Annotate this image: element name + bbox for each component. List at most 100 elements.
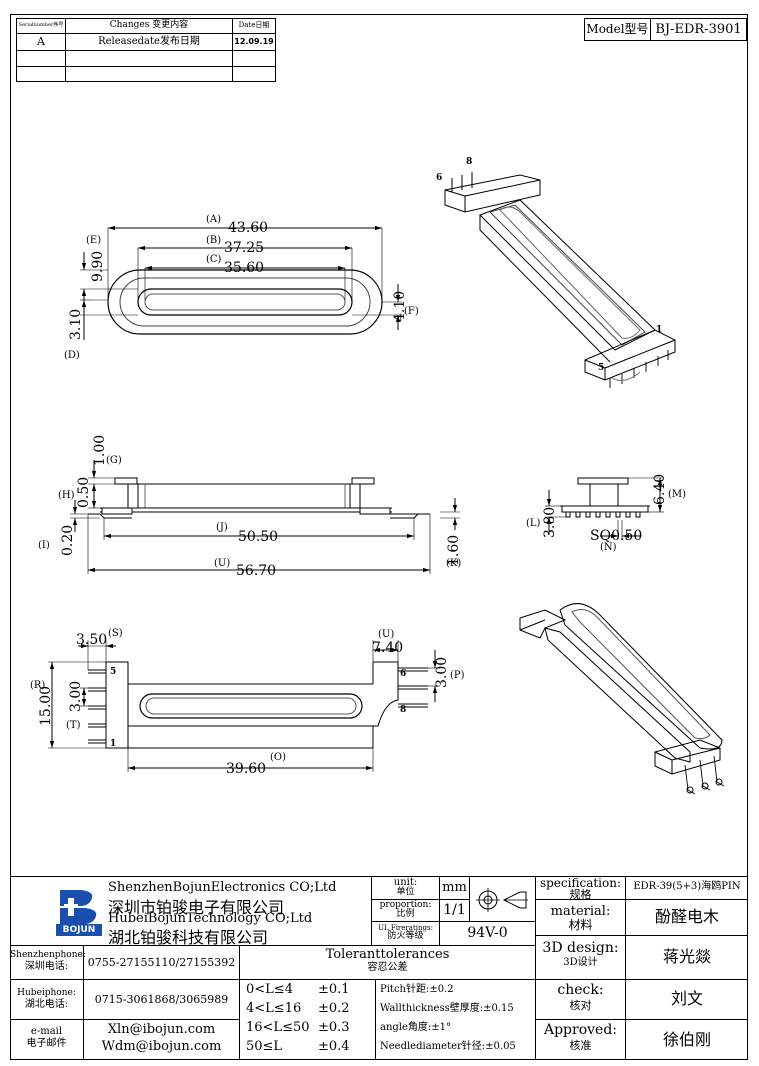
company-cn-1: 深圳市铂骏电子有限公司	[108, 898, 285, 917]
title-frame	[10, 876, 748, 1060]
dim-bu-tag: (U)	[378, 629, 394, 640]
dim-i-tag: (I)	[38, 540, 50, 551]
rev-row3-date	[232, 66, 276, 82]
iso-pin-5: 5	[598, 363, 604, 373]
dim-bu-value: 7.40	[372, 640, 403, 656]
company-cell	[10, 876, 372, 946]
tolerance-note: angle角度:±1°	[380, 1022, 452, 1033]
dim-t-tag: (T)	[66, 720, 81, 731]
proportion-label-cn: 比例	[396, 909, 415, 919]
bottom-view	[48, 640, 440, 772]
sz-phone-label: Shenzhenphone:	[10, 950, 86, 960]
email-2: Wdm@ibojun.com	[101, 1038, 222, 1054]
iso-pin-1: 1	[656, 325, 662, 335]
email-label-cn: 电子邮件	[26, 1038, 67, 1049]
material-label: material:	[550, 904, 611, 919]
logo: BOJUN	[56, 888, 102, 938]
dim-r-value: 15.00	[38, 686, 54, 726]
approved-label: Approved:	[543, 1022, 618, 1038]
dim-f-tag: (F)	[404, 306, 419, 317]
dim-d-tag: (D)	[64, 350, 80, 361]
dim-i-value: 0.20	[60, 525, 76, 556]
dim-e-tag: (E)	[86, 235, 101, 246]
pin-label-1: 1	[110, 739, 116, 749]
revision-table: Serialnumber序号 Changes 变更内容 Date日期 A Rel…	[16, 18, 276, 82]
hb-phone-label-cell: Hubeiphone: 湖北电话:	[10, 980, 84, 1020]
iso-view-upper	[444, 172, 676, 388]
design-label-cell: 3D design: 3D设计	[536, 936, 626, 980]
pin-label-5: 5	[110, 667, 116, 677]
tolerance-title-cn: 容忍公差	[367, 962, 408, 974]
logo-text: BOJUN	[56, 924, 102, 936]
top-view	[80, 225, 402, 340]
design-label-cn: 3D设计	[563, 956, 598, 968]
email-1: Xln@ibojun.com	[107, 1022, 216, 1037]
technical-drawing: (A) 43.60 (B) 37.25 (C) 35.60 (E) 9.90 3…	[30, 157, 725, 795]
sz-phone-label-cn: 深圳电话:	[24, 960, 69, 972]
tolerance-row: 50≤L±0.4	[246, 1039, 350, 1054]
dim-t-value: 3.00	[68, 681, 84, 712]
dim-p-tag: (P)	[450, 670, 465, 681]
dim-h-value: 0.50	[76, 477, 92, 508]
sz-phone-label-cell: Shenzhenphone: 深圳电话:	[10, 946, 86, 980]
dim-d-value: 3.10	[68, 309, 84, 340]
dim-b-value: 37.25	[224, 240, 264, 256]
dim-u-value: 56.70	[236, 563, 276, 579]
fire-label-cn: 防火等级	[387, 931, 424, 941]
approved-label-cell: Approved: 核准	[536, 1020, 626, 1060]
model-label: Model型号	[585, 19, 651, 40]
tolerance-header-cell: Toleranttolerances 容忍公差	[240, 946, 536, 980]
check-label-cn: 核对	[569, 998, 592, 1012]
check-value: 刘文	[626, 980, 748, 1020]
unit-label: unit:	[393, 877, 418, 888]
dim-n-tag: (N)	[600, 542, 617, 553]
dim-s-value: 3.50	[76, 632, 107, 648]
dim-k-tag: (K)	[446, 558, 461, 569]
fire-cell: UL Fireratings: 防火等级	[372, 922, 440, 946]
dim-s-tag: (S)	[108, 628, 123, 639]
dim-m-value: 6.40	[652, 474, 668, 505]
iso-view-lower	[519, 603, 725, 795]
hb-phone-label: Hubeiphone:	[17, 988, 76, 998]
dim-o-value: 39.60	[226, 761, 266, 777]
tolerance-notes: Pitch针距:±0.2 Wallthickness壁厚度:±0.15 angl…	[376, 980, 536, 1060]
dim-g-tag: (G)	[106, 455, 122, 466]
tolerance-row: 16<L≤50±0.3	[246, 1020, 350, 1035]
spec-label-cell: specification: 规格	[536, 876, 626, 900]
design-value: 蒋光燚	[626, 936, 748, 980]
company-en-2: HubeiBojunTechnology CO;Ltd	[108, 911, 313, 926]
side-view	[70, 460, 460, 574]
model-box: Model型号 BJ-EDR-3901	[584, 18, 747, 41]
pin-label-6: 6	[400, 669, 406, 679]
fire-value: 94V-0	[440, 922, 536, 946]
email-label: e-mail	[30, 1026, 63, 1037]
tolerance-ranges: 0<L≤4±0.1 4<L≤16±0.2 16<L≤50±0.3 50≤L±0.…	[240, 980, 376, 1060]
end-view	[545, 477, 664, 540]
dim-f-value: 4.10	[392, 291, 408, 322]
tolerance-note: Wallthickness壁厚度:±0.15	[380, 1003, 514, 1014]
pin-label-8: 8	[400, 705, 406, 715]
design-label: 3D design:	[542, 940, 619, 956]
unit-cell: unit: 单位	[372, 876, 440, 900]
dim-u-tag: (U)	[214, 558, 230, 569]
material-label-cell: material: 材料	[536, 900, 626, 936]
proportion-label: proportion:	[379, 900, 432, 910]
company-cn-2: 湖北铂骏科技有限公司	[108, 928, 269, 947]
iso-pin-6: 6	[436, 173, 442, 183]
dim-h-tag: (H)	[58, 490, 75, 501]
hb-phone-label-cn: 湖北电话:	[24, 998, 69, 1010]
dim-c-value: 35.60	[224, 260, 264, 276]
approved-label-cn: 核准	[569, 1038, 592, 1052]
tolerance-note: Needlediameter针径:±0.05	[380, 1041, 516, 1052]
sz-phone: 0755-27155110/27155392	[84, 946, 240, 980]
tolerance-row: 4<L≤16±0.2	[246, 1001, 350, 1016]
tolerance-title: Toleranttolerances	[325, 947, 450, 962]
spec-value: EDR-39(5+3)海鸥PIN	[626, 876, 748, 900]
third-angle-projection-icon	[476, 888, 528, 912]
dim-p-value: 3.00	[434, 657, 450, 688]
projection-symbol-cell	[470, 876, 536, 922]
dim-l-tag: (L)	[526, 518, 541, 529]
proportion-value: 1/1	[440, 900, 470, 922]
dim-r-tag: (R)	[30, 680, 45, 691]
iso-pin-8: 8	[466, 157, 472, 167]
